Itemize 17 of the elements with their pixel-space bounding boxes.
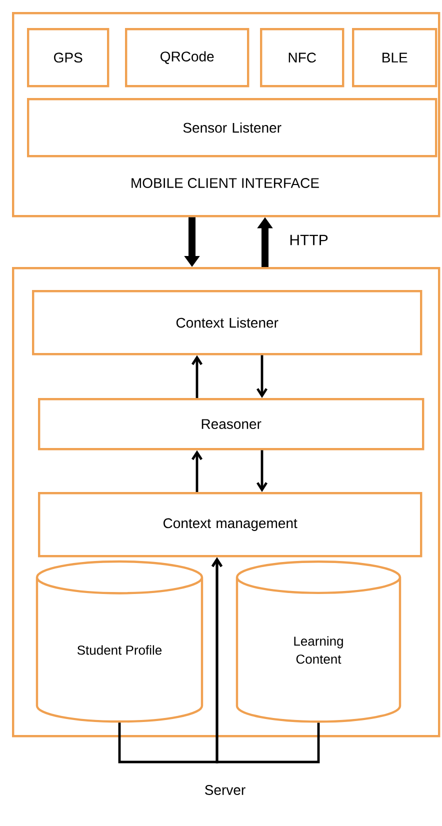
database-cylinder: Student Profile xyxy=(36,560,204,723)
component-box: Sensor Listener xyxy=(27,98,438,158)
component-box: Reasoner xyxy=(38,398,424,450)
edge-label: HTTP xyxy=(287,232,330,248)
arrow xyxy=(192,450,202,492)
node-label: Server xyxy=(205,785,246,795)
database-cylinder: Learning Content xyxy=(236,560,402,723)
arrow xyxy=(212,557,320,764)
component-box: Context management xyxy=(38,492,422,558)
component-box: Context Listener xyxy=(32,290,422,356)
component-box: GPS xyxy=(27,28,110,88)
arrow xyxy=(192,355,202,398)
component-box: NFC xyxy=(260,28,344,88)
arrow xyxy=(256,355,268,398)
component-box: BLE xyxy=(352,28,438,88)
component-box: QRCode xyxy=(125,28,250,88)
arrow xyxy=(256,450,268,492)
